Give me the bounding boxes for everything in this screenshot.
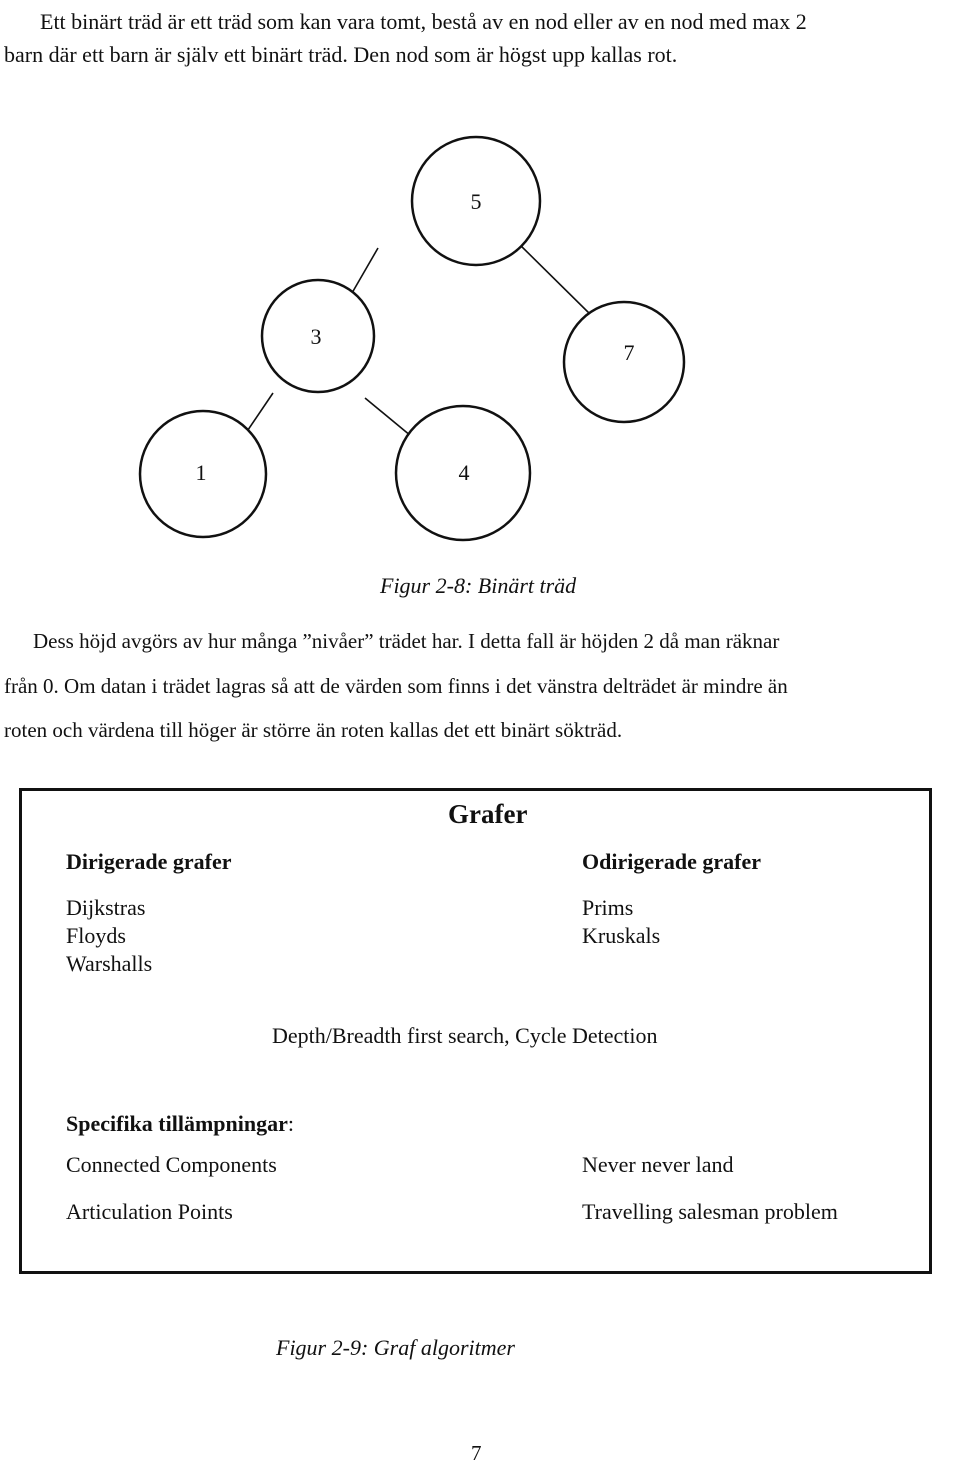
figure-caption-graphs: Figur 2-9: Graf algoritmer [276,1335,515,1360]
specific-heading-colon: : [287,1111,294,1136]
figure-caption-tree: Figur 2-8: Binärt träd [380,573,577,598]
edge-5-3 [351,247,379,294]
undirected-item: Kruskals [582,923,661,948]
binary-tree-diagram: 5 3 7 1 4 [138,135,686,542]
tree-node-label: 7 [624,340,635,365]
graph-algorithms-box: Grafer Dirigerade grafer Dijkstras Floyd… [19,788,932,1274]
tree-node-label: 3 [311,324,322,349]
directed-item: Dijkstras [66,895,146,920]
tree-node-7 [562,300,686,424]
tree-node-1 [138,409,268,539]
paragraph-line-2: från 0. Om datan i trädet lagras så att … [4,674,788,698]
directed-item: Floyds [66,923,126,948]
paragraph-line-3: roten och värdena till höger är större ä… [4,718,623,742]
tree-node-4 [394,404,532,542]
intro-line-2: barn där ett barn är själv ett binärt tr… [4,42,678,67]
specific-left-item: Articulation Points [66,1199,233,1224]
page-number: 7 [471,1441,482,1465]
edge-5-7 [514,239,594,318]
specific-heading: Specifika tillämpningar [66,1111,288,1136]
specific-left-item: Connected Components [66,1152,277,1177]
intro-line-1: Ett binärt träd är ett träd som kan vara… [40,9,807,34]
tree-node-5 [410,135,542,267]
graph-box-title: Grafer [448,799,528,829]
undirected-item: Prims [582,895,634,920]
specific-right-item: Travelling salesman problem [582,1199,838,1224]
common-algorithms: Depth/Breadth first search, Cycle Detect… [272,1023,658,1048]
specific-right-item: Never never land [582,1152,734,1177]
specific-heading-row: Specifika tillämpningar: [66,1111,294,1137]
tree-node-label: 1 [196,460,207,485]
undirected-heading: Odirigerade grafer [582,849,761,874]
tree-node-label: 4 [459,460,470,485]
edge-3-4 [364,397,412,437]
tree-node-3 [260,278,376,394]
directed-item: Warshalls [66,951,153,976]
directed-heading: Dirigerade grafer [66,849,232,874]
paragraph-line-1: Dess höjd avgörs av hur många ”nivåer” t… [33,629,780,653]
tree-node-label: 5 [471,189,482,214]
